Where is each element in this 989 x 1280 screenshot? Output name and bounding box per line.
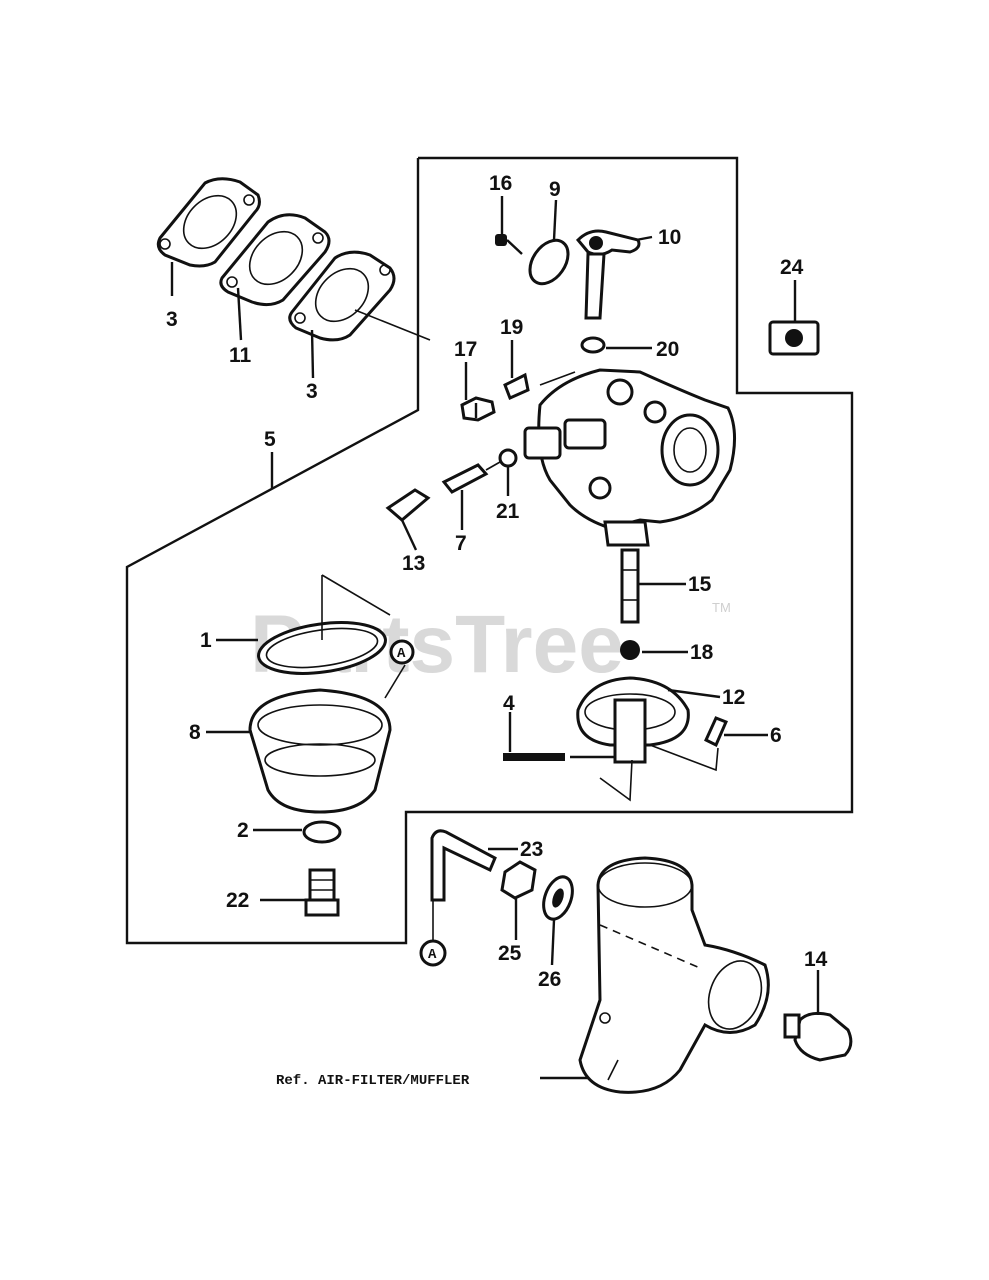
reference-label: Ref. AIR-FILTER/MUFFLER [276, 1073, 470, 1089]
bowl-8[interactable] [248, 688, 392, 814]
marker-a-text: A [397, 646, 406, 662]
callout-26: 26 [538, 968, 561, 991]
callout-6: 6 [770, 724, 782, 747]
o-ring-1[interactable] [255, 615, 388, 680]
choke-lever-shaft-10[interactable] [575, 229, 641, 320]
callout-11: 11 [229, 344, 252, 367]
callout-7: 7 [455, 532, 467, 555]
air-filter-elbow[interactable] [578, 856, 770, 1094]
callout-2: 2 [237, 819, 249, 842]
callout-25: 25 [498, 942, 522, 965]
callout-15: 15 [688, 573, 712, 596]
float-pin-4[interactable] [503, 753, 615, 761]
leader-lines [170, 196, 820, 1080]
callout-13: 13 [402, 552, 425, 575]
callout-23: 23 [520, 838, 543, 861]
gasket-3-right[interactable] [288, 250, 396, 342]
screw-17[interactable] [460, 396, 496, 422]
callout-18: 18 [690, 641, 714, 664]
gasket-3-left[interactable] [156, 177, 261, 268]
breather-tube-23[interactable] [430, 829, 497, 902]
connection-marker-a-tube: A [419, 939, 447, 967]
callout-19: 19 [500, 316, 523, 339]
callout-24: 24 [780, 256, 804, 279]
marker-a-text: A [428, 947, 437, 963]
callout-3a: 3 [166, 308, 178, 331]
callout-21: 21 [496, 500, 520, 523]
assembly-boundary [125, 156, 854, 945]
fuel-shutoff-24[interactable] [768, 320, 820, 356]
plug-13[interactable] [385, 488, 431, 522]
callout-17: 17 [454, 338, 477, 361]
gasket-11-insulator[interactable] [219, 213, 331, 307]
inlet-needle-18[interactable] [620, 640, 640, 660]
carburetor-body[interactable] [523, 368, 737, 547]
washer-26[interactable] [538, 873, 577, 923]
callout-10: 10 [658, 226, 681, 249]
callout-16: 16 [489, 172, 512, 195]
bowl-gasket-2[interactable] [302, 820, 342, 844]
spring-6[interactable] [704, 716, 728, 748]
callout-14: 14 [804, 948, 828, 971]
washer-21[interactable] [498, 448, 518, 468]
callout-12: 12 [722, 686, 745, 709]
connection-marker-a-bowl: A [389, 639, 415, 665]
watermark-trademark: TM [712, 600, 731, 615]
callout-3b: 3 [306, 380, 318, 403]
callout-9: 9 [549, 178, 561, 201]
callout-8: 8 [189, 721, 201, 744]
seal-20[interactable] [580, 336, 606, 354]
callout-5: 5 [264, 428, 276, 451]
callout-4: 4 [503, 692, 515, 715]
screw-16[interactable] [495, 234, 523, 255]
callout-1: 1 [200, 629, 212, 652]
nut-25[interactable] [500, 860, 537, 900]
callout-22: 22 [226, 889, 249, 912]
callout-20: 20 [656, 338, 679, 361]
choke-plate-9[interactable] [522, 233, 576, 291]
bowl-bolt-22[interactable] [304, 868, 340, 917]
drain-plug-14[interactable] [783, 1011, 853, 1062]
float-12[interactable] [576, 676, 690, 764]
main-nozzle-15[interactable] [620, 548, 640, 624]
spring-19[interactable] [503, 372, 530, 401]
mixture-screw-7[interactable] [441, 461, 501, 494]
